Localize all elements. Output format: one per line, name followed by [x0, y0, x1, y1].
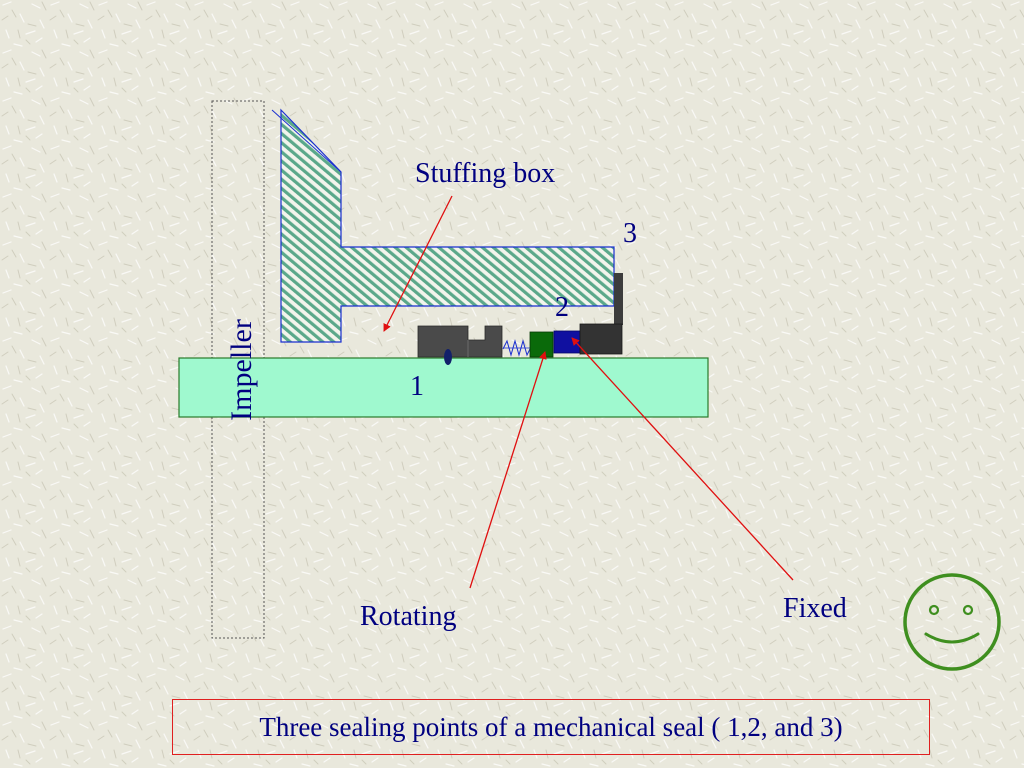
mechanical-seal [417, 323, 623, 365]
smiley-face-icon [903, 573, 1001, 671]
caption: Three sealing points of a mechanical sea… [259, 711, 843, 742]
fixed-label: Fixed [783, 593, 847, 624]
shaft [178, 357, 709, 418]
stuffing-box-arrow [383, 195, 453, 332]
caption-box: Three sealing points of a mechanical sea… [172, 699, 930, 755]
o-ring [444, 349, 452, 365]
rotating-arrow [469, 351, 547, 589]
gland-seat [579, 323, 623, 355]
seal-collar [417, 325, 503, 358]
fixed-arrow [571, 337, 794, 581]
sealing-point-1-label: 1 [410, 371, 424, 402]
sealing-point-2-label: 2 [555, 292, 569, 323]
stuffing-box-label: Stuffing box [415, 158, 556, 189]
gland-plate [614, 273, 623, 325]
stuffing-box-edge [271, 109, 342, 173]
rotating-label: Rotating [360, 601, 457, 632]
rotating-face [529, 331, 554, 358]
impeller-label: Impeller [225, 319, 258, 421]
sealing-point-3-label: 3 [623, 218, 637, 249]
